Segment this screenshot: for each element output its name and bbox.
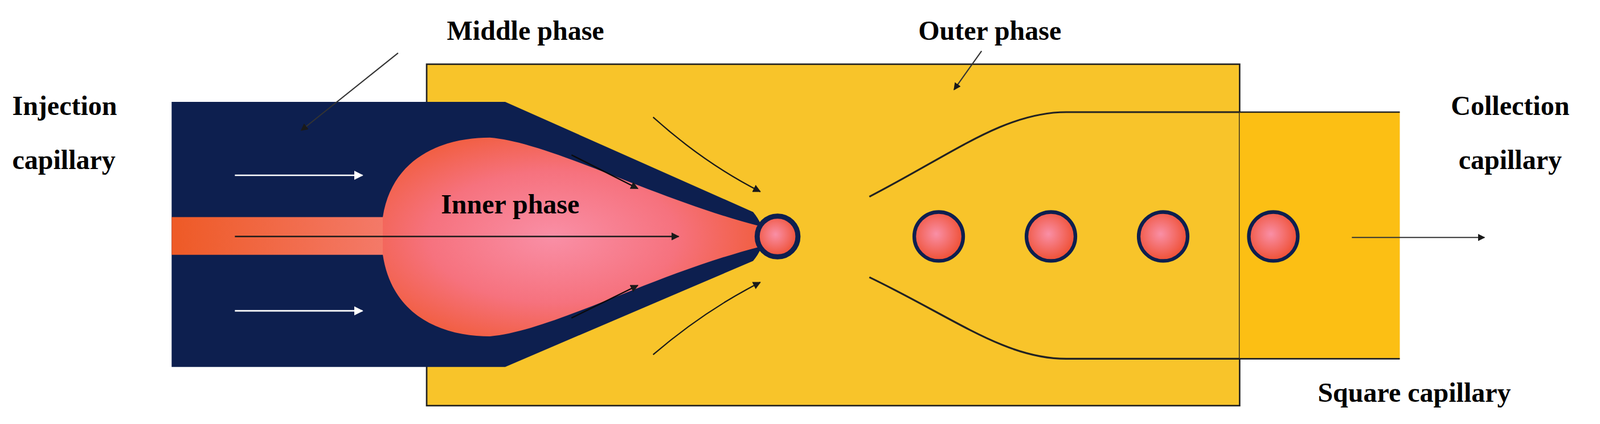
flow-arrow <box>234 174 363 177</box>
part-label: Inner phase <box>440 188 580 220</box>
collection-capillary-outline <box>1239 112 1400 359</box>
double-emulsion-droplet <box>1248 212 1298 262</box>
flow-arrow <box>1351 236 1485 239</box>
double-emulsion-droplet <box>914 212 964 262</box>
flow-arrow <box>571 285 638 318</box>
double-emulsion-droplet <box>1026 212 1076 262</box>
collection-capillary <box>1239 112 1400 359</box>
collection-capillary-wall <box>869 112 1240 198</box>
injection-capillary <box>171 101 764 368</box>
part-label: Outer phase <box>918 14 1062 47</box>
part-label: Square capillary <box>1317 377 1511 409</box>
part-label: Collection capillary <box>1428 78 1593 187</box>
flow-arrow <box>234 310 363 313</box>
flow-arrow <box>653 117 761 192</box>
forming-droplet <box>756 216 799 258</box>
flow-arrow <box>234 235 679 237</box>
flow-arrow <box>653 282 761 355</box>
leader-line <box>301 52 399 131</box>
leader-line <box>954 51 982 90</box>
part-label: Injection capillary <box>11 78 166 187</box>
double-emulsion-droplet <box>1138 212 1188 262</box>
collection-capillary-wall <box>869 277 1240 359</box>
flow-arrow <box>571 154 638 189</box>
part-label: Middle phase <box>447 14 605 47</box>
